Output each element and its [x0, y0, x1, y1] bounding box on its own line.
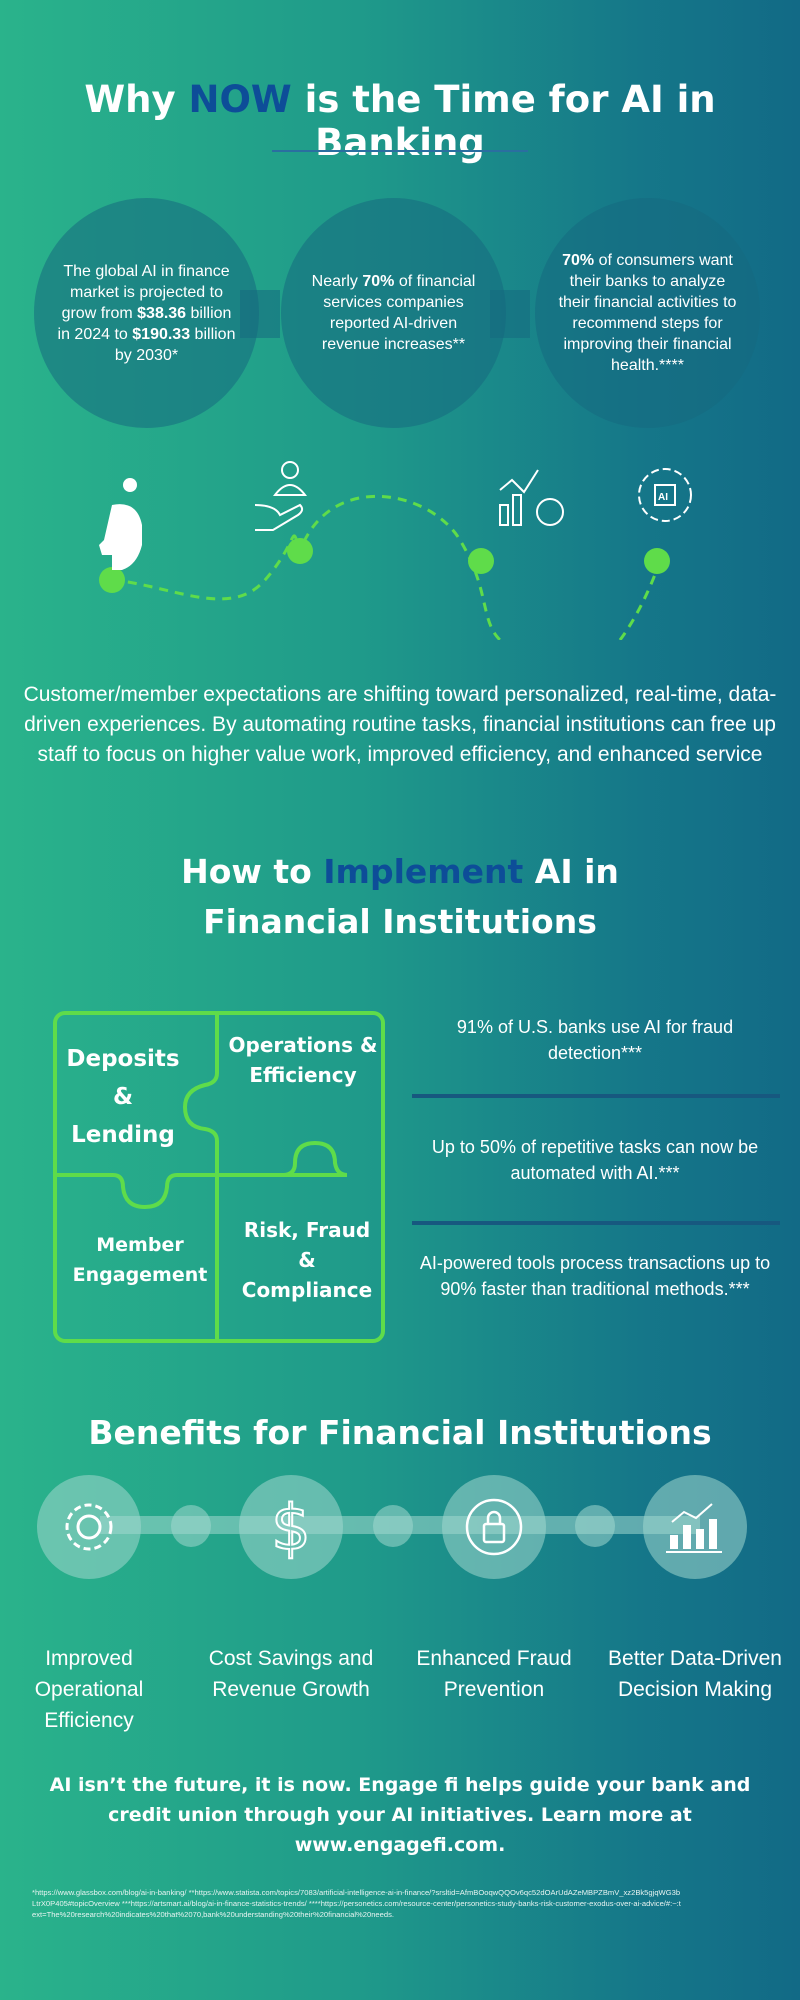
stat-bubble-consumers: 70% of consumers want their banks to ana…	[535, 198, 760, 428]
benefit-label: Better Data-Driven Decision Making	[608, 1647, 782, 1701]
growth-chart-clock-icon	[499, 469, 564, 526]
puzzle-operations-efficiency: Operations & Efficiency	[228, 1033, 378, 1087]
benefits-heading: Benefits for Financial Institutions	[88, 1413, 712, 1452]
puzzle-risk-fraud-compliance: Risk, Fraud & Compliance	[241, 1218, 373, 1302]
puzzle-graphic	[53, 1011, 385, 1343]
idea-head-icon	[99, 478, 142, 570]
path-node	[468, 548, 494, 574]
benefit-label: Cost Savings and Revenue Growth	[208, 1647, 374, 1701]
ai-chip-gear-icon: AI	[638, 468, 692, 522]
path-node	[99, 567, 125, 593]
path-node	[644, 548, 670, 574]
expectations-paragraph: Customer/member expectations are shiftin…	[23, 683, 777, 766]
title-divider	[272, 150, 528, 152]
lock-shield-icon	[442, 1475, 546, 1579]
benefit-label: Improved Operational Efficiency	[34, 1647, 144, 1732]
puzzle-deposits-lending: Deposits & Lending	[66, 1046, 180, 1148]
footnotes: *https://www.glassbox.com/blog/ai-in-ban…	[32, 1888, 681, 1919]
connector-dot	[171, 1505, 211, 1547]
path-node	[287, 538, 313, 564]
puzzle-member-engagement: Member Engagement	[72, 1234, 208, 1286]
stat-bubble-revenue: Nearly 70% of financial services compani…	[281, 198, 506, 428]
connector-dot	[373, 1505, 413, 1547]
hand-person-icon	[254, 461, 308, 531]
bar-chart-growth-icon	[643, 1475, 747, 1579]
gear-icon	[37, 1475, 141, 1579]
page-title: Why NOW is the Time for AI in Banking	[84, 78, 716, 164]
svg-text:AI: AI	[658, 492, 668, 503]
journey-path: AI	[99, 461, 692, 640]
stat-bubble-market: The global AI in finance market is proje…	[34, 198, 259, 428]
dollar-icon: $	[239, 1475, 343, 1579]
stat-fraud-detection: 91% of U.S. banks use AI for fraud detec…	[456, 1017, 734, 1063]
stat-automation: Up to 50% of repetitive tasks can now be…	[431, 1137, 759, 1183]
stat-divider	[412, 1221, 780, 1225]
call-to-action: AI isn’t the future, it is now. Engage f…	[49, 1774, 751, 1856]
connector-dot	[575, 1505, 615, 1547]
stat-processing-speed: AI-powered tools process transactions up…	[419, 1253, 771, 1299]
stat-divider	[412, 1094, 780, 1098]
benefit-label: Enhanced Fraud Prevention	[416, 1647, 572, 1701]
